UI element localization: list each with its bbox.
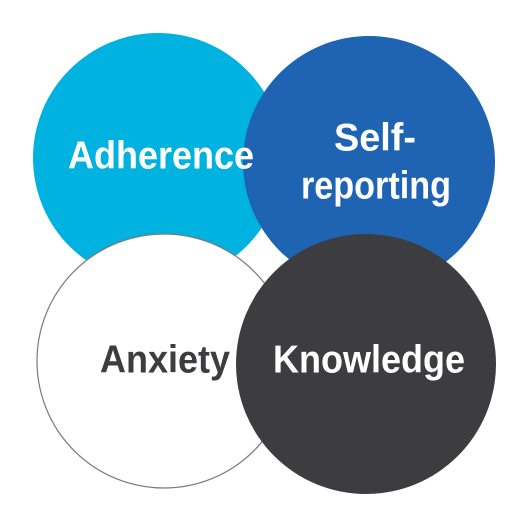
self-reporting-label-line-1: Self- [334, 116, 416, 159]
self-reporting-circle [243, 36, 495, 288]
adherence-circle [33, 33, 283, 283]
self-reporting-label-line-2: reporting [301, 164, 451, 207]
adherence-label: Adherence [68, 134, 254, 177]
knowledge-label: Knowledge [273, 338, 465, 381]
knowledge-circle [236, 234, 496, 494]
anxiety-label: Anxiety [100, 338, 230, 381]
